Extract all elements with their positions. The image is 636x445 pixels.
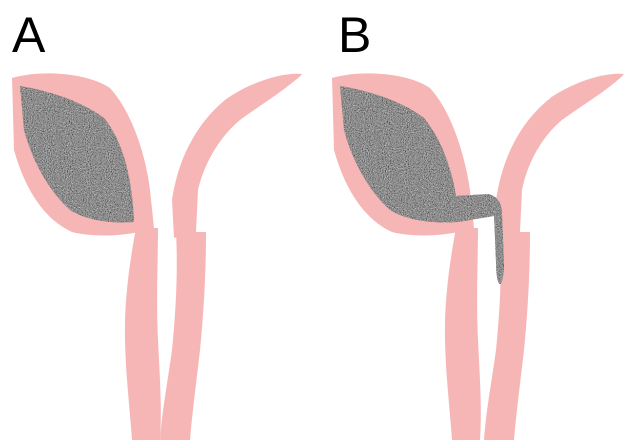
left-canal xyxy=(445,228,481,440)
left-canal xyxy=(125,228,161,440)
uterus-diagram-a xyxy=(0,0,318,445)
uterus-diagram-b xyxy=(318,0,636,445)
panel-b: B xyxy=(318,0,636,445)
right-canal xyxy=(160,232,206,440)
horn-gap xyxy=(164,190,172,240)
right-canal xyxy=(484,232,530,440)
panel-a: A xyxy=(0,0,318,445)
